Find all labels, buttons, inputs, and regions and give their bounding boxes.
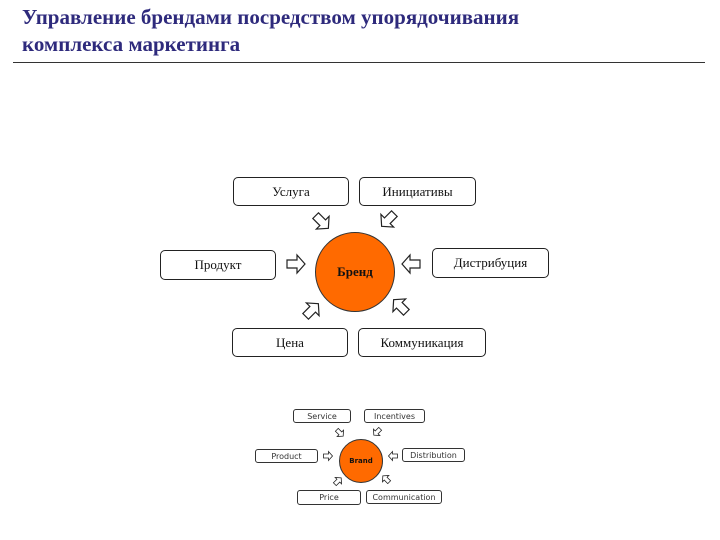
title-line-2: комплекса маркетинга xyxy=(22,32,241,56)
arrow-icon xyxy=(401,253,421,275)
box-price-ru: Цена xyxy=(232,328,348,357)
arrow-icon xyxy=(334,427,344,437)
box-product-ru: Продукт xyxy=(160,250,276,280)
arrow-icon xyxy=(392,298,411,317)
arrow-icon xyxy=(311,211,330,230)
box-price-en: Price xyxy=(297,490,361,505)
title-line-1: Управление брендами посредством упорядоч… xyxy=(22,5,520,29)
arrow-icon xyxy=(382,475,392,485)
box-incentives-ru: Инициативы xyxy=(359,177,476,206)
box-communication-ru: Коммуникация xyxy=(358,328,486,357)
box-distribution-ru: Дистрибуция xyxy=(432,248,549,278)
slide-title: Управление брендами посредством упорядоч… xyxy=(22,4,519,58)
arrow-icon xyxy=(387,450,398,462)
arrow-icon xyxy=(380,209,399,228)
arrow-icon xyxy=(323,450,334,462)
arrow-icon xyxy=(332,477,342,487)
brand-circle-ru: Бренд xyxy=(315,232,395,312)
box-communication-en: Communication xyxy=(366,490,442,504)
box-product-en: Product xyxy=(255,449,318,463)
arrow-icon xyxy=(373,426,383,436)
arrow-icon xyxy=(301,302,320,321)
box-incentives-en: Incentives xyxy=(364,409,425,423)
title-divider xyxy=(13,62,705,63)
arrow-icon xyxy=(286,253,306,275)
box-service-ru: Услуга xyxy=(233,177,349,206)
brand-circle-en: Brand xyxy=(339,439,383,483)
box-distribution-en: Distribution xyxy=(402,448,465,462)
box-service-en: Service xyxy=(293,409,351,423)
